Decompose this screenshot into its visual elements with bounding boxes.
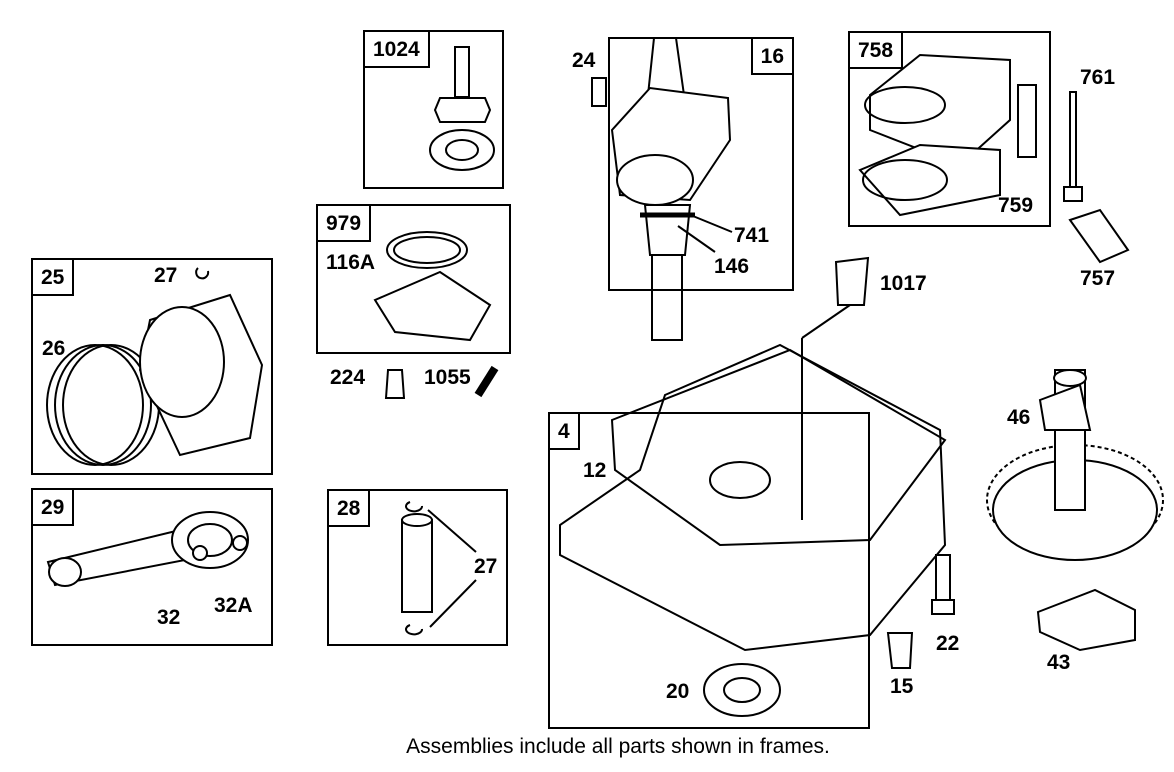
frame-tag-758: 758 (848, 31, 904, 69)
frame-tag-25: 25 (31, 258, 75, 296)
governor-part (1036, 588, 1136, 652)
part-label-15: 15 (890, 675, 914, 698)
frame-tag-28: 28 (327, 489, 371, 527)
bolt-22-part (931, 554, 955, 615)
frame-tag-4: 4 (548, 412, 580, 450)
part-label-761: 761 (1080, 66, 1116, 89)
assembly-frame-29: 29 (31, 488, 273, 646)
frame-tag-1024: 1024 (363, 30, 430, 68)
part-label-27-pin: 27 (474, 555, 498, 578)
crankcase-sump-part (559, 338, 947, 652)
oil-pump-part (429, 46, 495, 171)
part-label-224: 224 (330, 366, 366, 389)
footer-note: Assemblies include all parts shown in fr… (406, 735, 830, 758)
connecting-rod-part (46, 511, 249, 587)
part-label-1017: 1017 (880, 272, 927, 295)
part-label-1055: 1055 (424, 366, 471, 389)
bearing-housing-part (858, 53, 1037, 217)
fitting-224-part (384, 369, 406, 399)
assembly-frame-979: 979 (316, 204, 511, 354)
part-label-46: 46 (1007, 406, 1031, 429)
part-label-12: 12 (583, 459, 607, 482)
link-757-part (1068, 208, 1130, 264)
part-label-759: 759 (998, 194, 1034, 217)
part-label-22: 22 (936, 632, 960, 655)
plug-15-part (886, 632, 914, 669)
camshaft-part (986, 369, 1164, 561)
key-part (591, 77, 607, 107)
part-label-20: 20 (666, 680, 690, 703)
assembly-frame-16: 16 (608, 37, 794, 291)
frame-tag-979: 979 (316, 204, 372, 242)
part-label-24: 24 (572, 49, 596, 72)
part-label-26: 26 (42, 337, 66, 360)
piston-rings-part (46, 267, 264, 466)
seal-20-part (703, 663, 781, 717)
assembly-frame-28: 28 (327, 489, 508, 646)
assembly-frame-25: 25 (31, 258, 273, 475)
frame-tag-29: 29 (31, 488, 75, 526)
cover-gasket-part (373, 231, 492, 342)
part-label-757: 757 (1080, 267, 1116, 290)
part-label-146: 146 (714, 255, 750, 278)
frame-tag-16: 16 (750, 37, 794, 75)
part-label-27-top: 27 (154, 264, 178, 287)
assembly-frame-4: 4 (548, 412, 870, 729)
assembly-frame-1024: 1024 (363, 30, 504, 189)
assembly-frame-758: 758 (848, 31, 1051, 227)
bolt-761-part (1063, 91, 1083, 202)
pin-1055-part (474, 365, 499, 398)
crankshaft-part (610, 37, 733, 341)
part-label-43: 43 (1047, 651, 1071, 674)
piston-pin-part (401, 501, 477, 636)
part-label-32: 32 (157, 606, 181, 629)
decal-1017-part (834, 256, 870, 306)
part-label-32a: 32A (214, 594, 253, 617)
part-label-116a: 116A (326, 251, 376, 274)
part-label-741: 741 (734, 224, 770, 247)
